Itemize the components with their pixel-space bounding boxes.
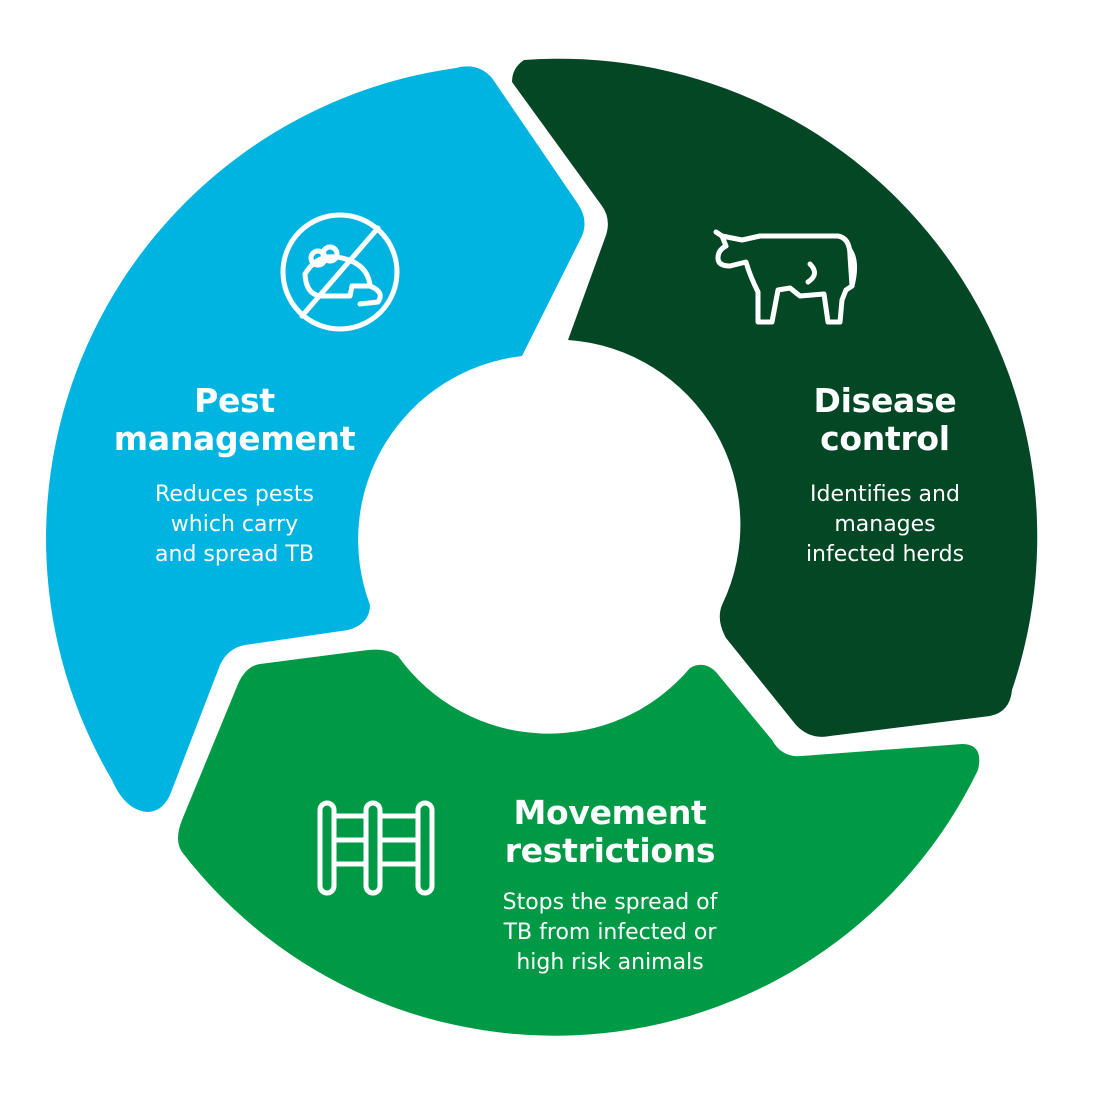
no-pests-icon bbox=[280, 212, 400, 332]
pest-management-description: Reduces pests which carry and spread TB bbox=[155, 482, 314, 567]
disease-control-text: Disease control Identifies and manages i… bbox=[755, 382, 1015, 570]
movement-restrictions-text: Movement restrictions Stops the spread o… bbox=[470, 794, 750, 978]
movement-restrictions-title: Movement restrictions bbox=[504, 793, 716, 870]
disease-control-description: Identifies and manages infected herds bbox=[805, 482, 965, 567]
cow-icon bbox=[713, 229, 858, 325]
disease-control-segment bbox=[512, 58, 1038, 737]
movement-restrictions-description: Stops the spread of TB from infected or … bbox=[502, 890, 718, 975]
pest-management-segment bbox=[46, 66, 585, 812]
pest-management-title: Pest management bbox=[113, 381, 356, 458]
pest-management-text: Pest management Reduces pests which carr… bbox=[92, 382, 377, 570]
disease-control-title: Disease control bbox=[813, 381, 957, 458]
movement-restrictions-segment bbox=[178, 649, 980, 1036]
gate-icon bbox=[317, 800, 435, 896]
